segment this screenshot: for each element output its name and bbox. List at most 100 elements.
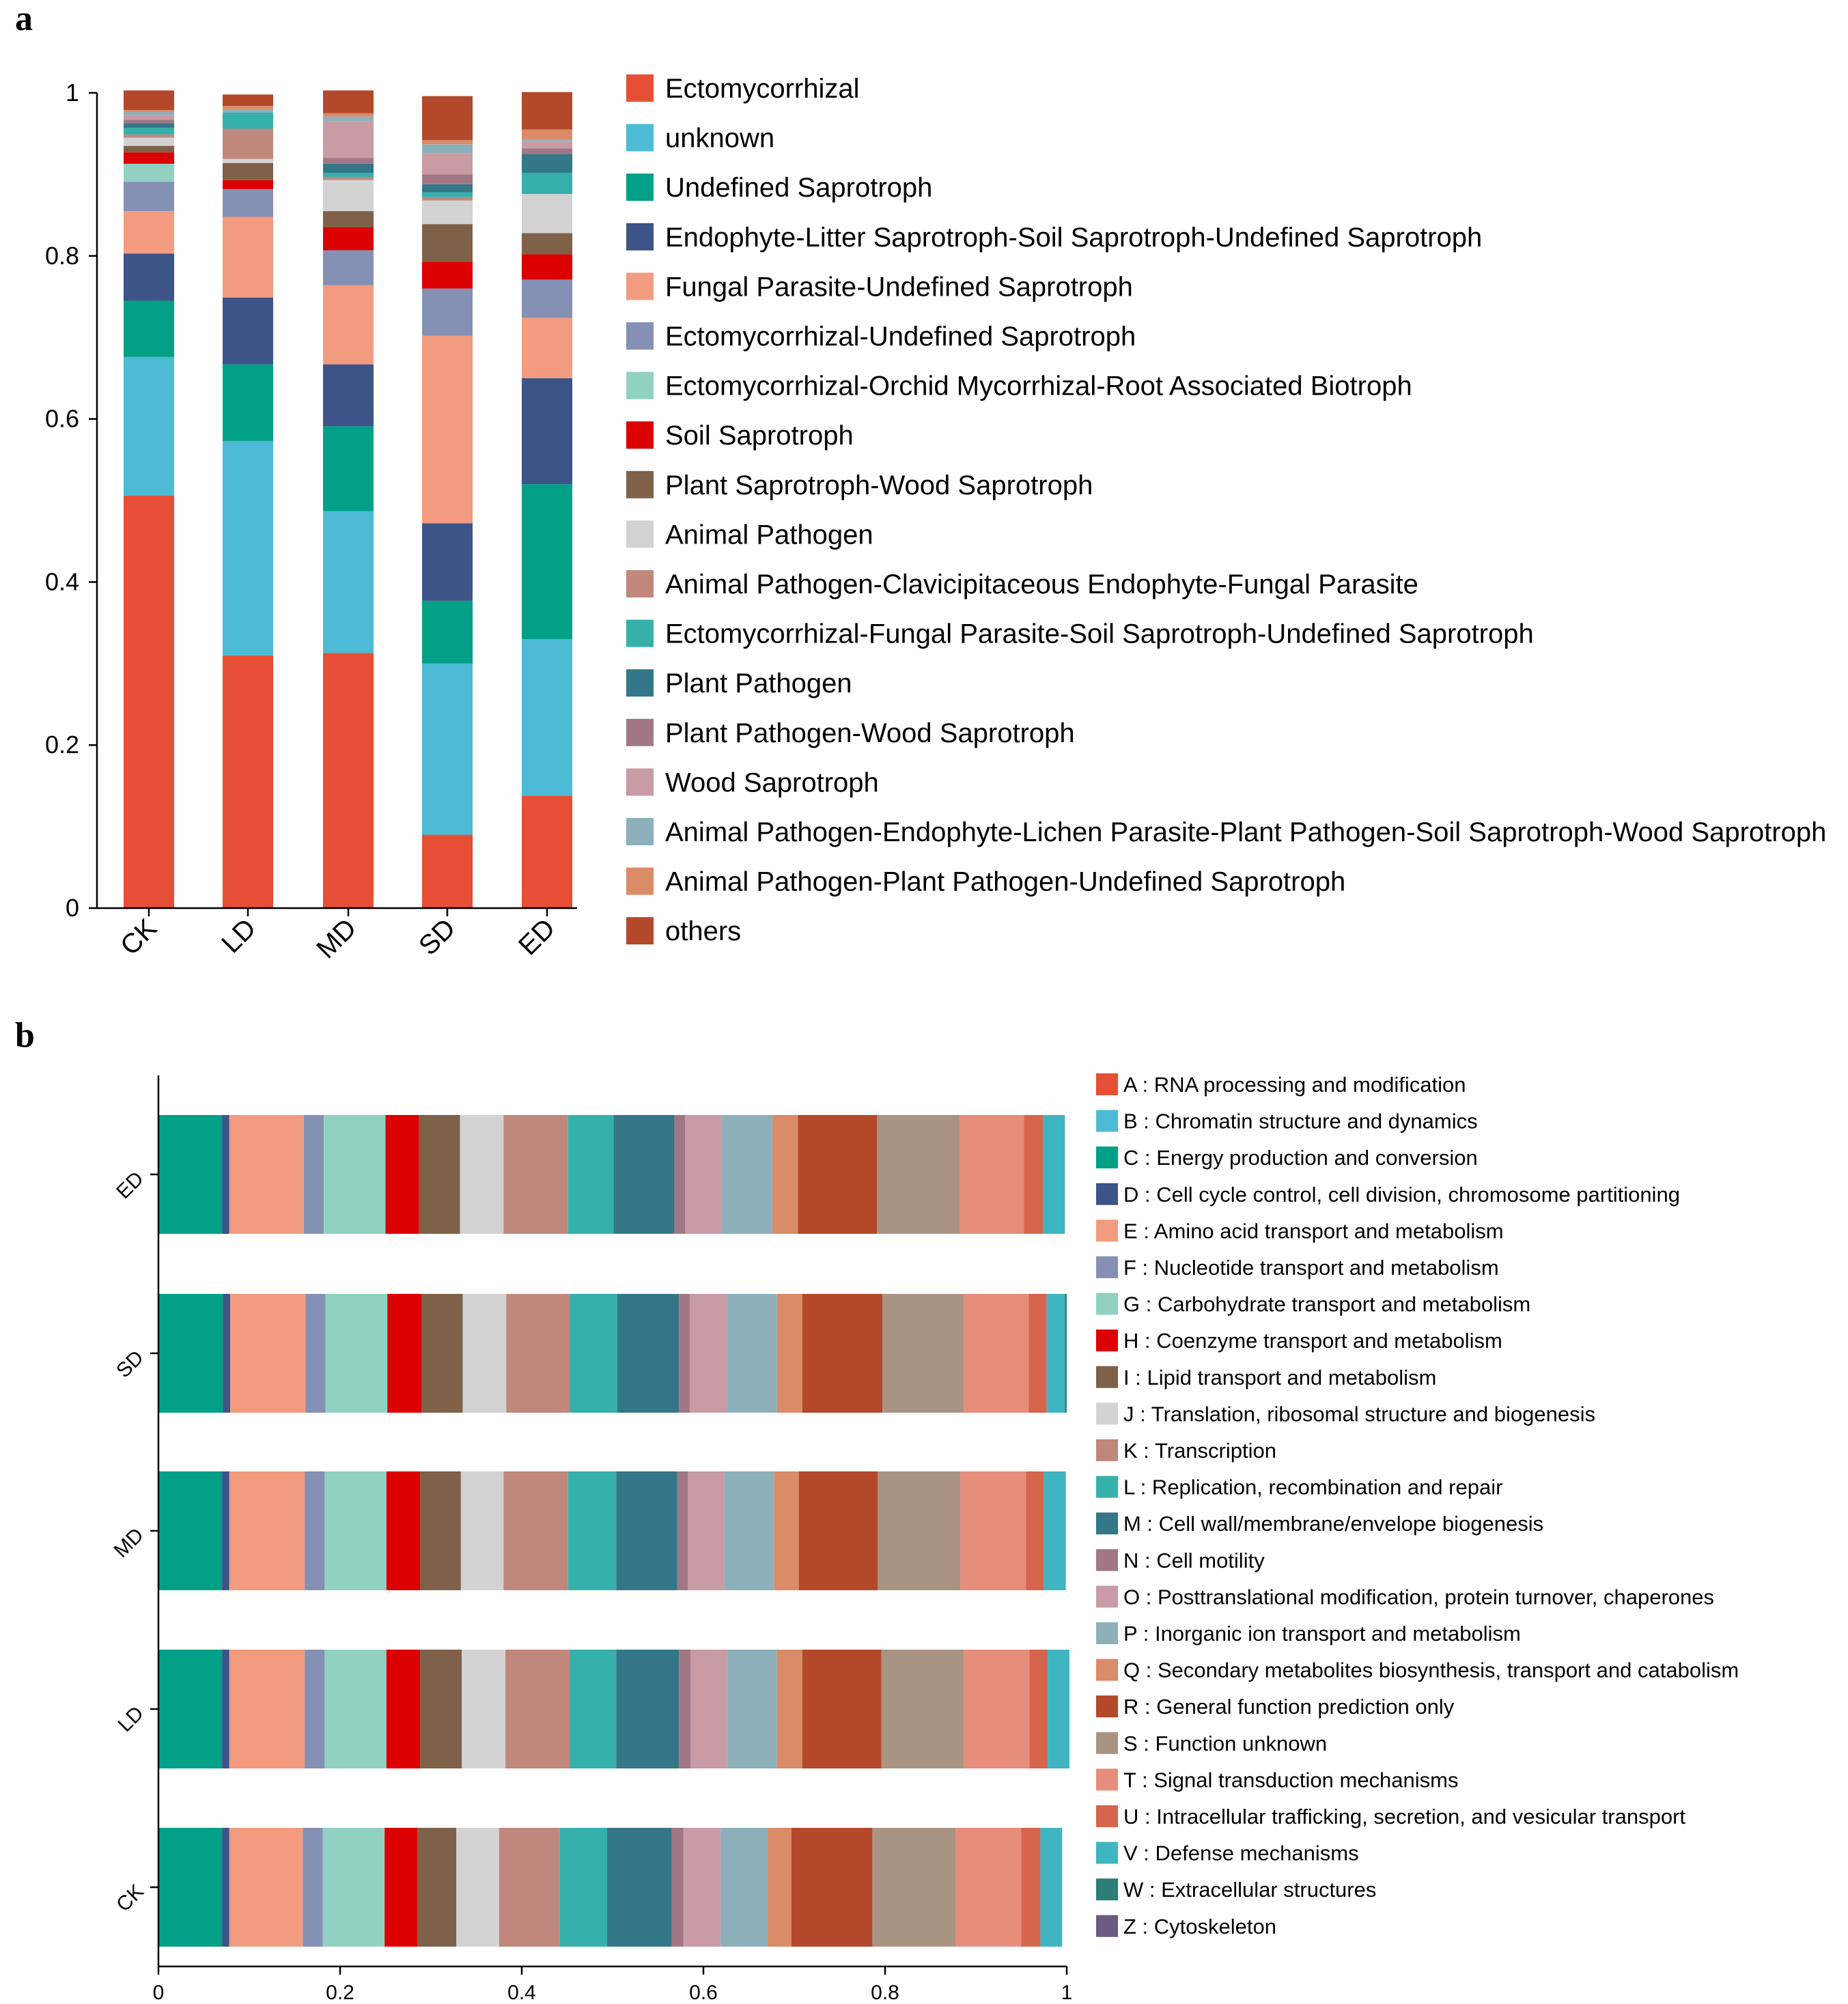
legend-label-a-rna-processing-and-modification: A : RNA processing and modification xyxy=(1123,1073,1466,1097)
legend-swatch-s-function-unknown xyxy=(1096,1732,1118,1754)
bar-segment-sd-13 xyxy=(422,174,473,184)
bar-segment-ld-20 xyxy=(1029,1650,1048,1768)
legend-label-animal-pathogen-endophyte-lichen-parasit: Animal Pathogen-Endophyte-Lichen Parasit… xyxy=(665,817,1826,847)
bar-segment-ed-5 xyxy=(522,279,572,318)
bar-segment-ed-14 xyxy=(685,1115,722,1234)
bar-segment-md-16 xyxy=(323,113,374,117)
bar-segment-md-9 xyxy=(323,180,374,212)
y-tick-label: 0.4 xyxy=(45,567,79,595)
bar-segment-ck-0 xyxy=(124,495,174,908)
bar-segment-ld-17 xyxy=(802,1650,882,1768)
chart-b-legend: A : RNA processing and modification B : C… xyxy=(1096,1073,1739,1938)
bar-segment-ck-21 xyxy=(1040,1828,1063,1947)
bar-segment-ld-14 xyxy=(690,1650,728,1768)
bar-segment-sd-2 xyxy=(422,600,473,664)
bar-segment-md-11 xyxy=(323,173,374,177)
legend-label-z-cytoskeleton: Z : Cytoskeleton xyxy=(1123,1915,1276,1938)
x-tick-label-sd: SD xyxy=(413,913,461,961)
x-tick-label: 1 xyxy=(1061,1981,1073,2004)
bar-segment-sd-2 xyxy=(158,1294,223,1413)
bar-segment-ld-10 xyxy=(223,128,273,159)
bar-segment-ld-17 xyxy=(223,94,273,107)
legend-swatch-w-extracellular-structures xyxy=(1096,1878,1118,1901)
bar-segment-md-21 xyxy=(1044,1471,1066,1590)
bar-segment-sd-18 xyxy=(882,1294,964,1413)
bar-segment-ed-14 xyxy=(522,141,572,149)
legend-label-fungal-parasite-undefined-saprotroph: Fungal Parasite-Undefined Saprotroph xyxy=(665,272,1133,302)
bar-segment-ld-2 xyxy=(158,1650,223,1768)
bar-segment-ld-10 xyxy=(505,1650,570,1768)
y-tick-label: 1 xyxy=(66,79,79,107)
y-tick-label-md: MD xyxy=(110,1524,148,1562)
bar-segment-md-9 xyxy=(460,1471,504,1590)
bar-segment-ld-9 xyxy=(223,158,273,163)
bar-segment-ed-4 xyxy=(229,1115,304,1234)
bar-segment-ed-15 xyxy=(522,139,572,142)
legend-label-b-chromatin-structure-and-dynamics: B : Chromatin structure and dynamics xyxy=(1123,1110,1478,1133)
legend-label-plant-pathogen: Plant Pathogen xyxy=(665,668,852,698)
legend-swatch-animal-pathogen-plant-pathogen-undefined xyxy=(626,867,654,895)
bar-segment-ed-2 xyxy=(522,484,572,639)
bar-segment-md-0 xyxy=(323,653,374,908)
bar-segment-ld-15 xyxy=(727,1650,777,1768)
bar-segment-sd-3 xyxy=(223,1294,231,1413)
bar-segment-sd-19 xyxy=(964,1294,1029,1413)
chart-a-bars xyxy=(124,90,572,908)
bar-segment-ed-7 xyxy=(385,1115,419,1234)
bar-segment-sd-4 xyxy=(422,335,473,524)
bar-segment-sd-15 xyxy=(422,144,473,154)
y-tick-label-ed: ED xyxy=(112,1168,148,1204)
bar-segment-sd-1 xyxy=(422,663,473,835)
legend-label-i-lipid-transport-and-metabolism: I : Lipid transport and metabolism xyxy=(1123,1366,1436,1389)
legend-label-o-posttranslational-modification-protein: O : Posttranslational modification, prot… xyxy=(1123,1585,1714,1609)
bar-segment-ld-12 xyxy=(616,1650,680,1768)
bar-segment-sd-5 xyxy=(305,1294,326,1413)
bar-segment-ld-8 xyxy=(420,1650,462,1768)
bar-segment-md-13 xyxy=(677,1471,688,1590)
legend-label-d-cell-cycle-control-cell-division-chrom: D : Cell cycle control, cell division, c… xyxy=(1123,1183,1680,1206)
bar-segment-ld-18 xyxy=(881,1650,964,1768)
legend-swatch-others xyxy=(626,917,654,945)
chart-b-bars xyxy=(158,1115,1069,1947)
bar-segment-ck-15 xyxy=(720,1828,768,1947)
bar-segment-md-17 xyxy=(798,1471,878,1590)
bar-segment-ck-13 xyxy=(671,1828,684,1947)
legend-label-j-translation-ribosomal-structure-and-bi: J : Translation, ribosomal structure and… xyxy=(1123,1402,1595,1426)
legend-swatch-undefined-saprotroph xyxy=(626,173,654,201)
y-tick-label: 0 xyxy=(66,894,79,922)
bar-segment-ck-11 xyxy=(124,128,174,135)
bar-segment-sd-7 xyxy=(422,262,473,289)
bar-segment-ed-15 xyxy=(721,1115,773,1234)
bar-segment-ck-7 xyxy=(384,1828,418,1947)
bar-segment-md-6 xyxy=(324,1471,387,1590)
y-tick-label: 0.2 xyxy=(45,731,79,759)
bar-segment-sd-12 xyxy=(422,184,473,193)
bar-segment-sd-16 xyxy=(776,1294,802,1413)
bar-segment-ed-8 xyxy=(419,1115,460,1234)
legend-swatch-plant-pathogen xyxy=(626,669,654,697)
legend-swatch-d-cell-cycle-control-cell-division-chrom xyxy=(1096,1183,1118,1205)
legend-swatch-j-translation-ribosomal-structure-and-bi xyxy=(1096,1402,1118,1425)
bar-segment-sd-17 xyxy=(802,1294,883,1413)
bar-segment-ld-5 xyxy=(305,1650,325,1768)
bar-segment-ck-3 xyxy=(124,253,174,301)
bar-segment-sd-8 xyxy=(422,224,473,262)
legend-label-r-general-function-prediction-only: R : General function prediction only xyxy=(1123,1695,1455,1719)
bar-segment-sd-9 xyxy=(422,200,473,225)
bar-segment-ed-11 xyxy=(568,1115,614,1234)
bar-segment-ld-1 xyxy=(223,440,273,655)
legend-label-e-amino-acid-transport-and-metabolism: E : Amino acid transport and metabolism xyxy=(1123,1219,1504,1243)
bar-segment-ld-3 xyxy=(223,297,273,365)
bar-segment-md-12 xyxy=(616,1471,677,1590)
legend-label-w-extracellular-structures: W : Extracellular structures xyxy=(1123,1878,1376,1902)
bar-segment-ck-18 xyxy=(872,1828,956,1947)
bar-segment-ld-16 xyxy=(223,106,273,109)
bar-segment-ck-1 xyxy=(124,356,174,496)
bar-segment-ld-4 xyxy=(223,216,273,298)
bar-segment-md-1 xyxy=(323,511,374,653)
bar-segment-ck-20 xyxy=(1021,1828,1041,1947)
bar-segment-ld-21 xyxy=(1048,1650,1069,1768)
